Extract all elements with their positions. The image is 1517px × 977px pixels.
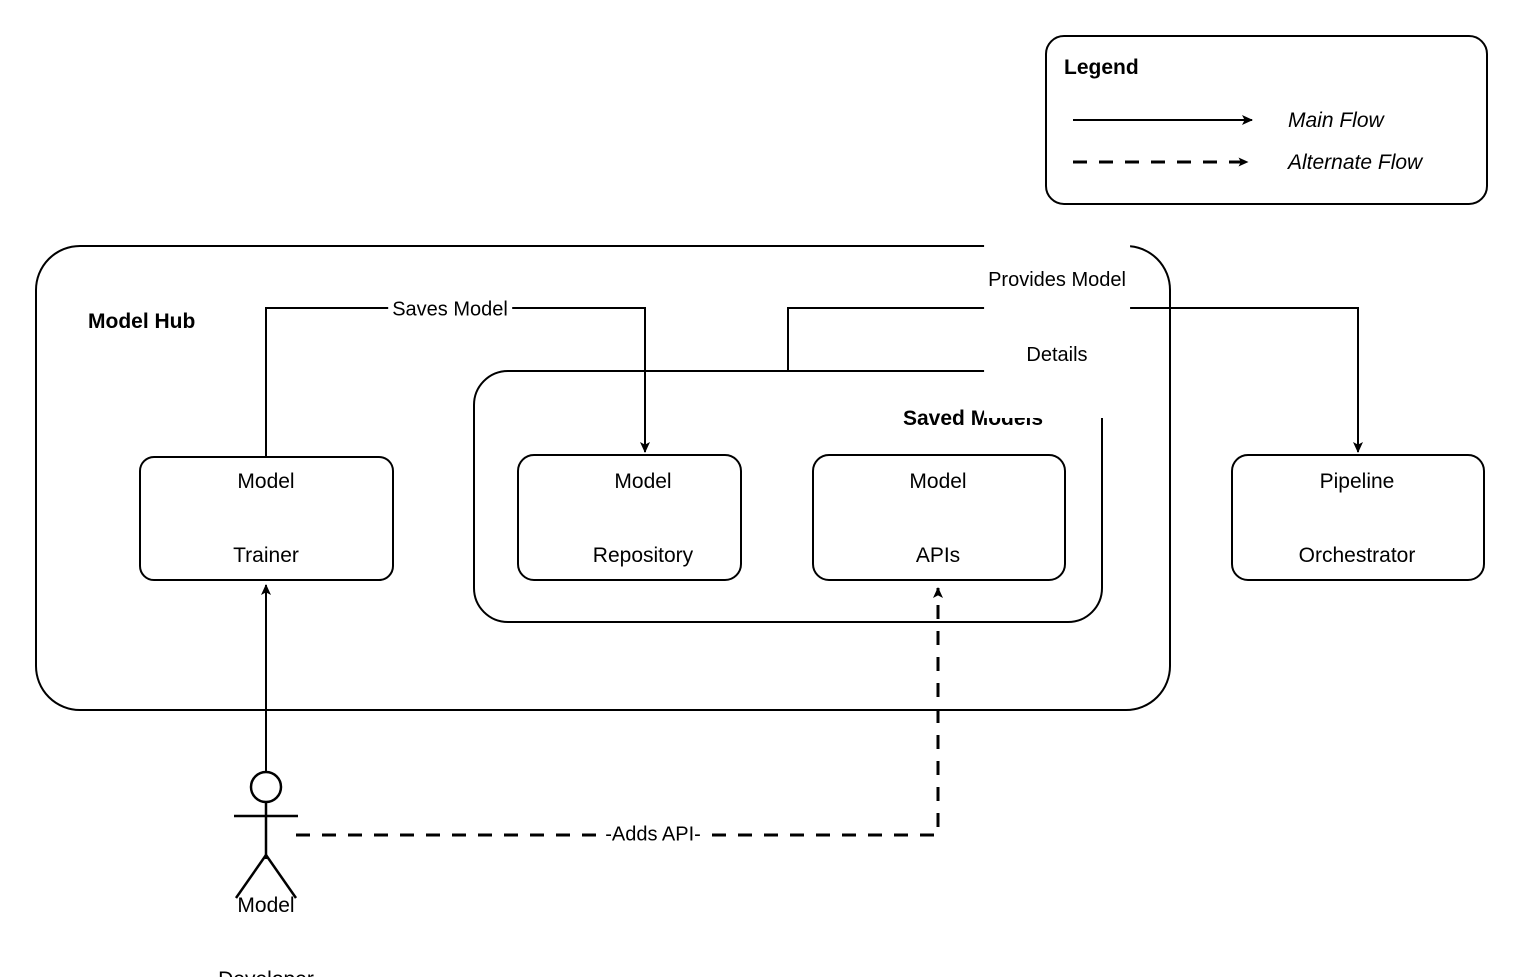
edge-adds-api-path	[296, 587, 943, 837]
legend-item-main-flow-label: Main Flow	[1288, 109, 1384, 132]
legend-title: Legend	[1064, 56, 1139, 79]
pipeline-orchestrator-label: Pipeline Orchestrator	[1299, 420, 1416, 618]
pipeline-orchestrator-label-line1: Pipeline	[1319, 469, 1395, 493]
legend-item-alternate-flow-label: Alternate Flow	[1288, 151, 1423, 174]
stick-figure-actor-icon[interactable]	[234, 770, 298, 899]
actor-model-developer-label-line2: Developer	[218, 968, 314, 977]
model-apis-box[interactable]	[812, 454, 1066, 581]
model-trainer-label: Model Trainer	[233, 420, 299, 618]
model-apis-label-line2: APIs	[915, 543, 961, 567]
model-repository-label-line2: Repository	[592, 543, 694, 567]
pipeline-orchestrator-box[interactable]	[1231, 454, 1485, 581]
model-hub-group-title: Model Hub	[88, 310, 196, 333]
actor-model-developer-label: Model Developer	[218, 844, 314, 977]
pipeline-orchestrator-label-line2: Orchestrator	[1298, 543, 1416, 567]
edge-label-provides-model-details-line2: Details	[1026, 344, 1088, 366]
model-trainer-box[interactable]	[139, 456, 394, 581]
edge-label-saves-model: Saves Model	[388, 297, 512, 323]
model-repository-label-line1: Model	[614, 469, 672, 493]
model-repository-box[interactable]	[517, 454, 742, 581]
edge-label-adds-api: -Adds API-	[602, 822, 704, 848]
model-apis-label: Model APIs	[909, 420, 966, 618]
edge-label-provides-model-details-line1: Provides Model	[988, 269, 1126, 291]
model-repository-label: Model Repository	[593, 420, 693, 618]
actor-model-developer-label-line1: Model	[237, 893, 295, 917]
model-trainer-label-line2: Trainer	[233, 543, 299, 567]
edge-label-provides-model-details: Provides Model Details	[984, 218, 1130, 418]
model-trainer-label-line1: Model	[237, 469, 295, 493]
model-apis-label-line1: Model	[909, 469, 967, 493]
